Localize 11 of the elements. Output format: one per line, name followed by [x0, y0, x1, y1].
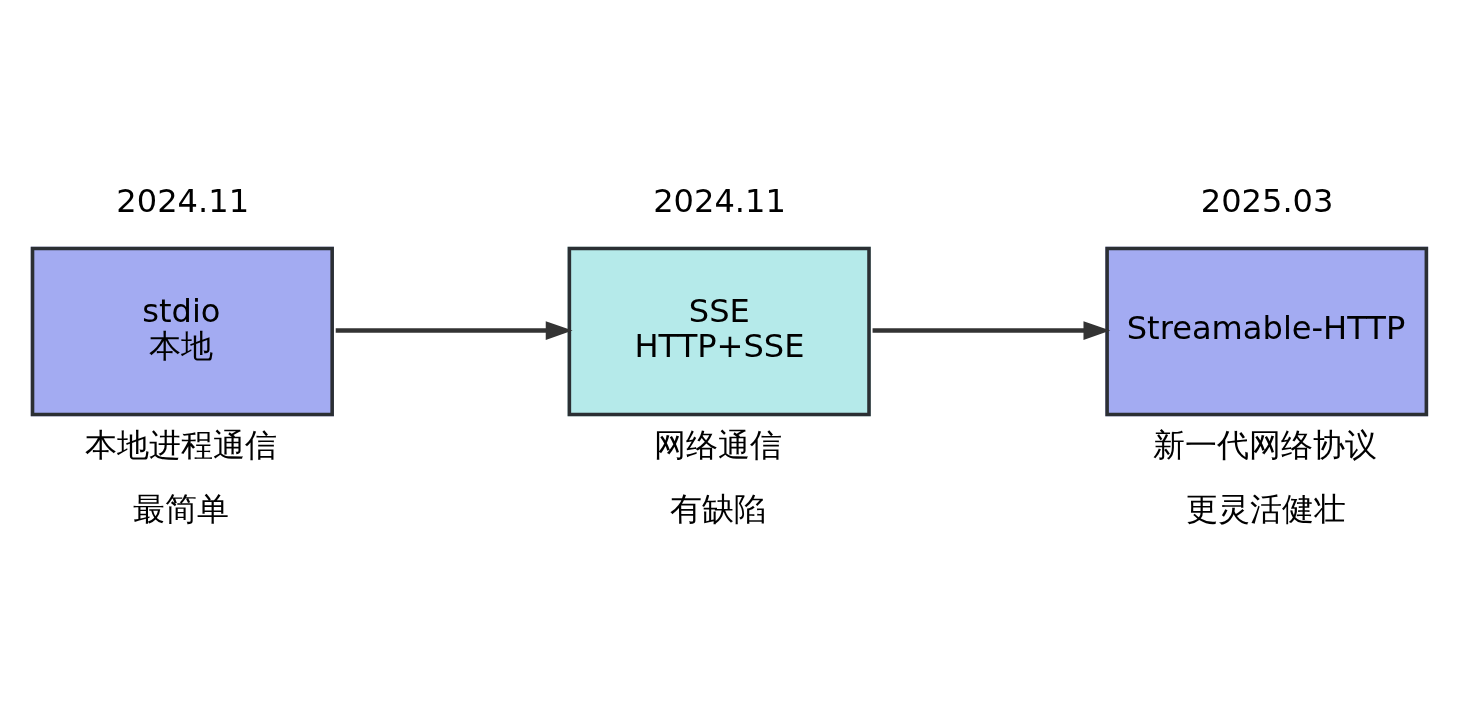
- arrow: [872, 320, 1111, 340]
- node-label: 网络通信: [654, 425, 783, 464]
- node-label: 更灵活健壮: [1185, 489, 1346, 528]
- node-label: 2025.03: [1200, 181, 1334, 220]
- node-label: 有缺陷: [670, 489, 767, 528]
- node-label: 2024.11: [116, 181, 250, 220]
- arrow: [335, 320, 573, 340]
- node-label: 本地进程通信: [85, 425, 278, 464]
- node-label: 最简单: [133, 489, 230, 528]
- node-label: 2024.11: [653, 181, 786, 220]
- node-label: 新一代网络协议: [1153, 425, 1378, 464]
